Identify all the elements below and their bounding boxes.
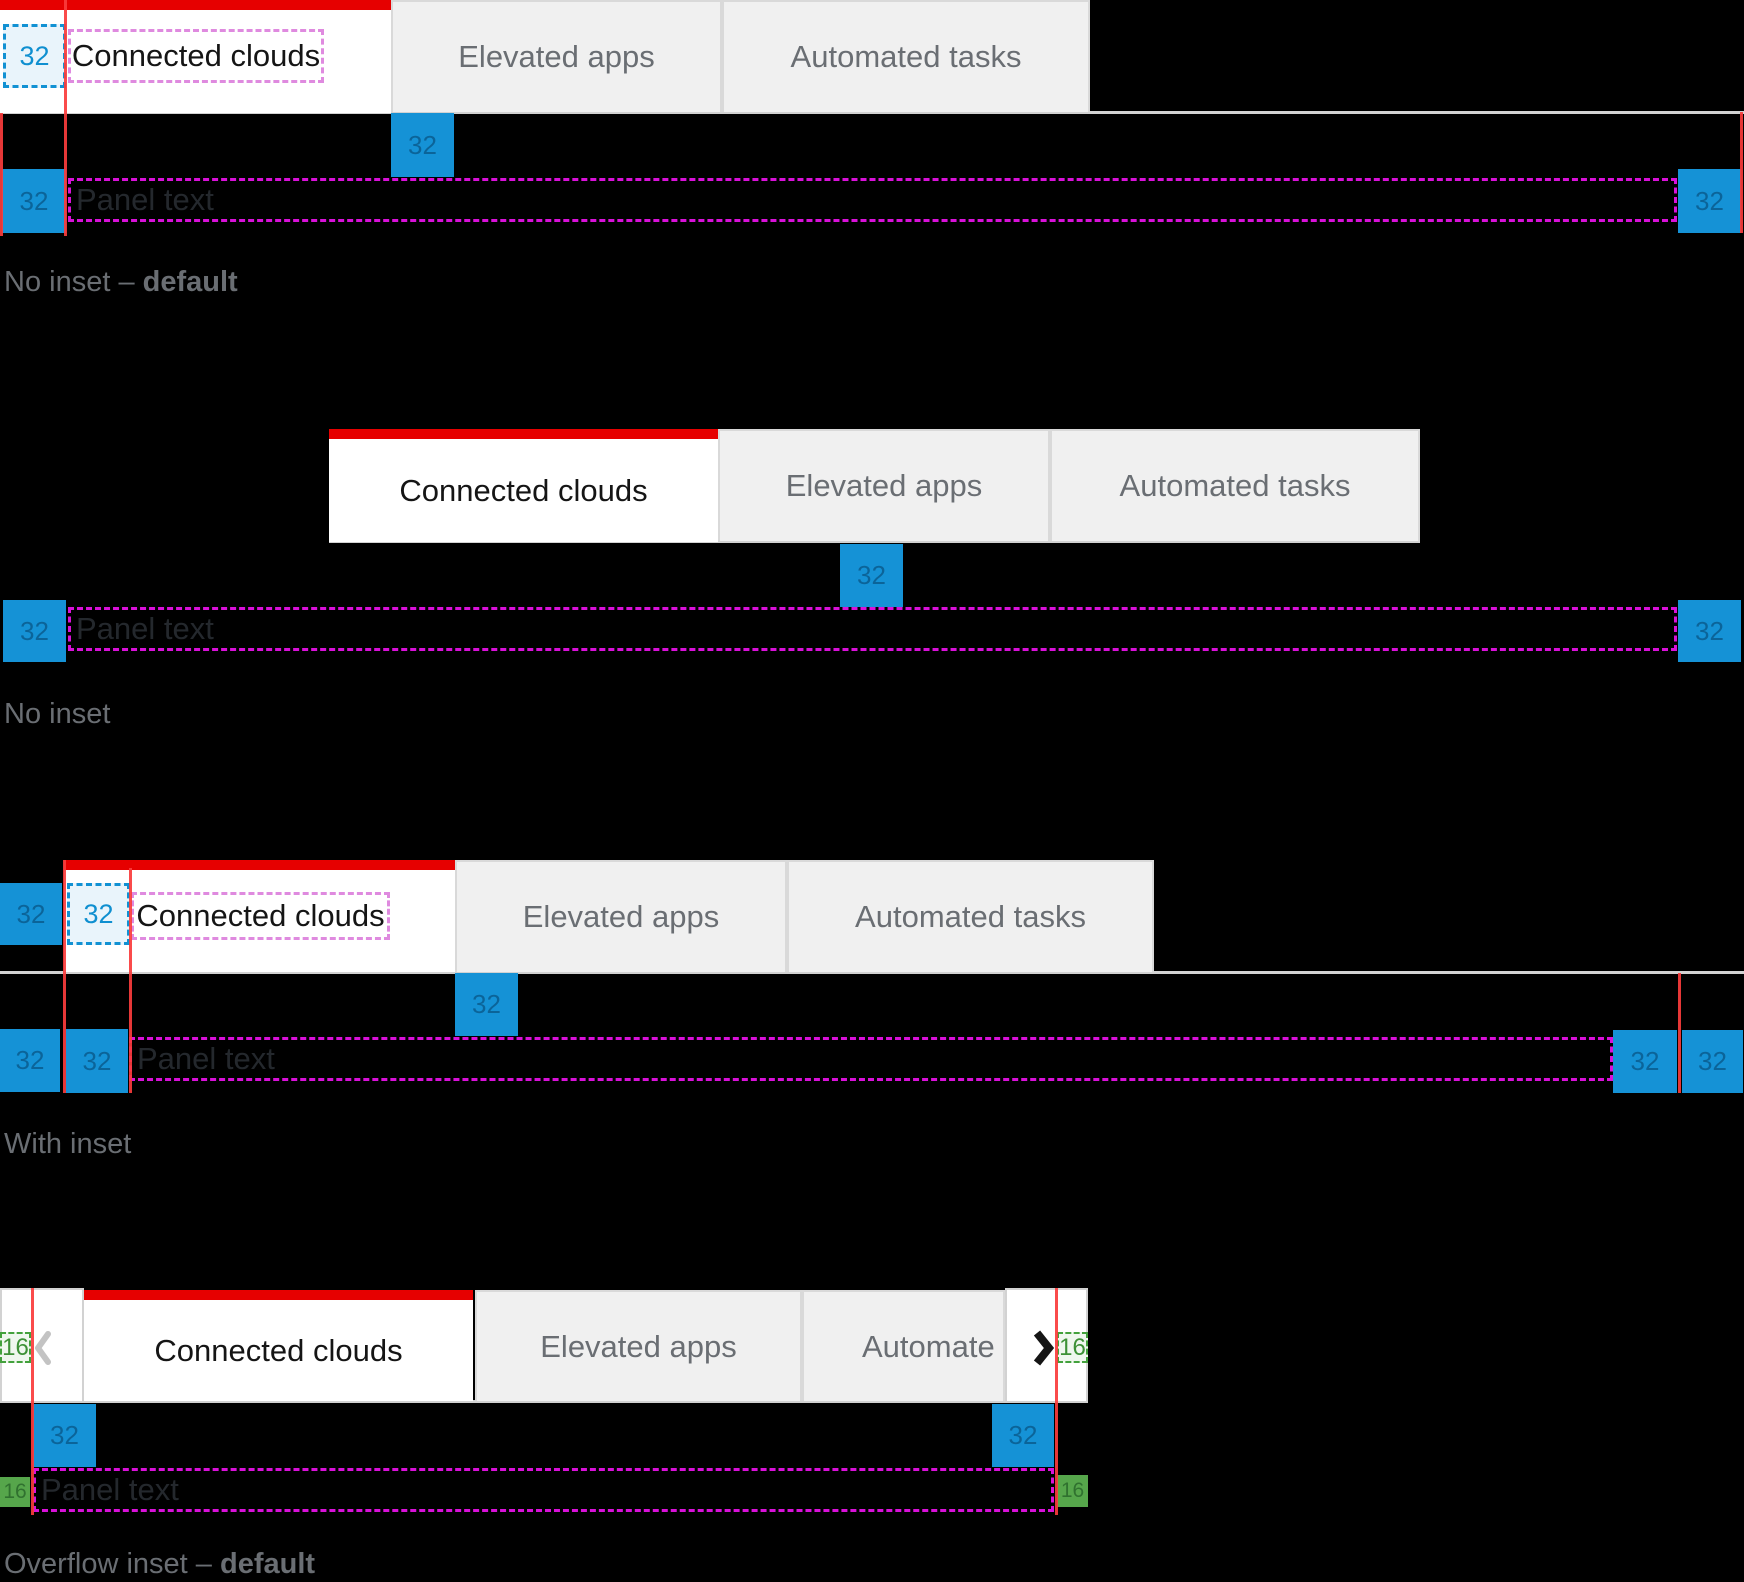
spacer-square-32: 32 [1682,1030,1743,1093]
tab-connected-clouds[interactable]: Connected clouds [329,429,718,542]
spacer-square-32: 32 [1678,600,1741,662]
measure-line [64,0,67,236]
tabs-bottom-border [0,971,1744,974]
tab-label-bounds: Connected clouds [68,29,324,83]
spacer-square-32: 32 [992,1404,1054,1467]
section-label: Overflow inset – default [4,1548,316,1580]
tab-label: Automated tasks [855,899,1086,934]
tab-automated-tasks[interactable]: Automated tasks [1050,429,1420,541]
panel-text-bounds: Panel text [129,1037,1613,1081]
tab-label: Connected clouds [399,472,648,508]
inset-32-annotation: 32 [3,24,66,88]
panel-text: Panel text [137,1041,275,1076]
measure-line [0,113,3,236]
spacer-square-32: 32 [391,113,454,177]
tabs-bottom-border [329,540,1420,543]
tab-label-bounds: Connected clouds [131,892,390,940]
section-label: With inset [4,1128,132,1160]
panel-text: Panel text [76,182,214,217]
spacer-square-32: 32 [1613,1030,1677,1093]
tab-label: Elevated apps [540,1328,737,1364]
inset-32-annotation: 32 [67,883,130,945]
tab-elevated-apps[interactable]: Elevated apps [718,429,1050,541]
panel-text-bounds: Panel text [33,1468,1054,1512]
tab-label: Elevated apps [458,39,655,74]
spacer-square-32: 32 [0,1029,60,1092]
measure-line [129,868,132,1093]
tab-label: Automated tasks [790,39,1022,74]
tab-label: Elevated apps [785,468,983,503]
tab-automated-tasks[interactable]: Automate [802,1290,1005,1401]
panel-text: Panel text [76,611,214,646]
panel-text-bounds: Panel text [68,607,1677,651]
section-label: No inset [4,698,111,730]
tab-label: Connected clouds [71,38,321,73]
measure-line [63,860,66,1093]
tab-label: Connected clouds [154,1332,403,1368]
tab-label: Connected clouds [136,898,385,933]
spacer-square-32: 32 [0,883,62,945]
tab-label: Automated tasks [1119,468,1351,503]
chevron-left-icon[interactable] [30,1329,56,1367]
section-label: No inset – default [4,266,238,298]
spacer-square-32: 32 [3,600,66,662]
tab-elevated-apps[interactable]: Elevated apps [475,1290,802,1401]
spacer-square-32: 32 [455,973,518,1036]
spacer-square-32: 32 [1678,169,1741,233]
tabs-bottom-border [0,1400,1088,1403]
inset-16-annotation: 16 [1057,1332,1088,1363]
tab-elevated-apps[interactable]: Elevated apps [391,0,722,112]
measure-line [1055,1288,1058,1515]
panel-text-bounds: Panel text [68,178,1677,222]
tab-automated-tasks[interactable]: Automated tasks [722,0,1090,112]
measure-line [1740,112,1743,233]
panel-text: Panel text [41,1472,179,1507]
chevron-right-icon[interactable] [1028,1328,1058,1368]
spacer-square-32: 32 [840,544,903,607]
tab-label-truncated: Automate [862,1328,995,1364]
tab-automated-tasks[interactable]: Automated tasks [787,860,1154,972]
tab-elevated-apps[interactable]: Elevated apps [455,860,787,972]
tabs-bottom-border [0,111,1744,114]
spacer-square-32: 32 [2,169,66,233]
spacer-square-32: 32 [66,1029,128,1093]
tab-label: Elevated apps [522,899,720,934]
spacer-square-16: 16 [1057,1475,1088,1507]
measure-line [31,1288,34,1515]
tab-connected-clouds[interactable]: Connected clouds [84,1290,473,1401]
inset-16-annotation: 16 [0,1332,31,1363]
spacer-square-32: 32 [33,1404,96,1467]
spacer-square-16: 16 [0,1477,30,1507]
measure-line [1678,973,1681,1093]
